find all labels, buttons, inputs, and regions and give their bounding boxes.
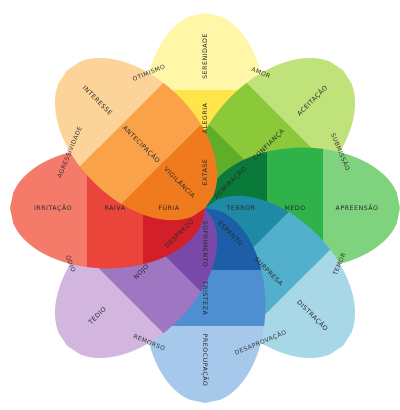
petal-7-inner-segment	[121, 124, 218, 221]
petal-7	[54, 57, 218, 221]
emotion-label-extase: EXTASE	[202, 159, 209, 186]
petal-5-outer-segment	[54, 249, 164, 359]
emotion-label-preocupacao: PREOCUPAÇÃO	[201, 334, 210, 387]
emotion-label-furia: FÚRIA	[158, 203, 179, 212]
petal-0-outer-segment	[145, 13, 265, 90]
petal-2-outer-segment	[323, 148, 400, 268]
emotion-label-irritacao: IRRITAÇÃO	[34, 203, 72, 212]
emotion-label-tristeza: TRISTEZA	[201, 280, 208, 316]
petal-7-middle-segment	[79, 82, 201, 204]
emotion-label-apreensao: APREENSÃO	[336, 203, 379, 212]
emotion-label-raiva: RAIVA	[105, 205, 126, 212]
petals-group	[10, 13, 400, 403]
emotion-label-serenidade: SERENIDADE	[202, 33, 209, 79]
emotion-label-medo: MEDO	[284, 205, 305, 212]
emotion-label-sofrimento: SOFRIMENTO	[201, 221, 208, 268]
petal-6-outer-segment	[10, 148, 87, 268]
emotion-label-terror: TERROR	[226, 205, 256, 212]
emotion-label-alegria: ALEGRIA	[202, 102, 209, 133]
petal-7-outer-segment	[54, 57, 164, 167]
petal-3-outer-segment	[246, 249, 356, 359]
petal-4-outer-segment	[145, 326, 265, 403]
petal-1-outer-segment	[246, 57, 356, 167]
